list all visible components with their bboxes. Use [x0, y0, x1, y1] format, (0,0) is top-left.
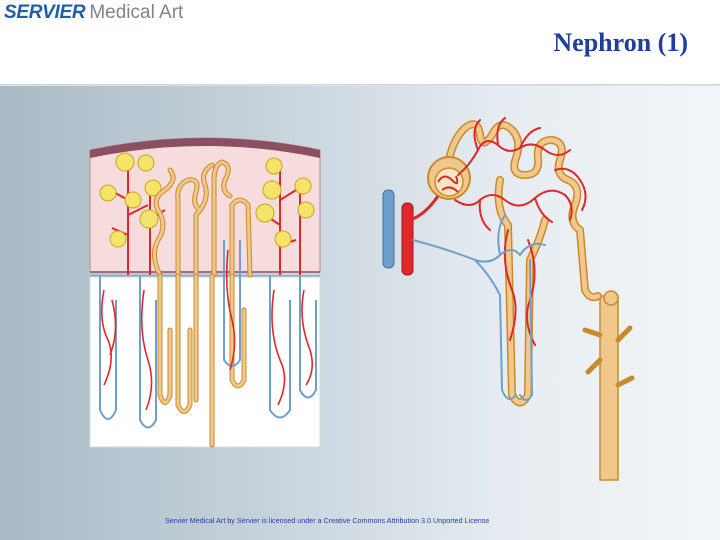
- kidney-section-illustration: [89, 137, 321, 448]
- logo-brand-text: SERVIER: [4, 2, 86, 23]
- slide-title: Nephron (1): [553, 28, 688, 57]
- logo-product-text: Medical Art: [89, 2, 184, 23]
- nephron-diagram: [382, 117, 635, 481]
- license-credit: Servier Medical Art by Servier is licens…: [165, 516, 490, 525]
